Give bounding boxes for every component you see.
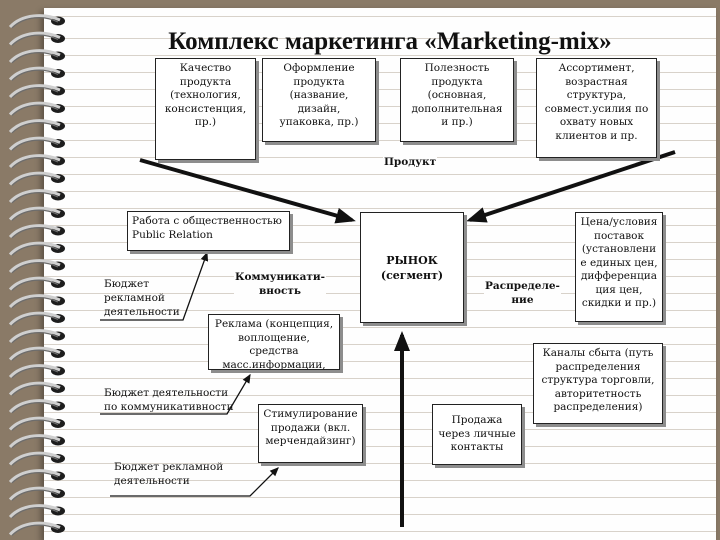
product-quality-box: Качество продукта (технология, консистен… — [155, 58, 256, 160]
budget-label-advertising: Бюджет рекламной деятельности — [104, 278, 180, 318]
sales-promotion-box: Стимулирование продажи (вкл. мерчендайзи… — [258, 404, 363, 463]
budget-label-communication: Бюджет деятельности по коммуникативности — [104, 387, 234, 413]
sales-channels-box: Каналы сбыта (путь распределения структу… — [533, 343, 663, 424]
budget-label-advertising-2: Бюджет рекламной деятельности — [114, 461, 224, 487]
group-label-communication: Коммуникати- вность — [234, 270, 327, 298]
public-relations-box: Работа с общественностью Public Relation — [127, 211, 290, 251]
product-assortment-box: Ассортимент, возрастная структура, совме… — [536, 58, 657, 158]
advertising-box: Реклама (концепция, воплощение, средства… — [208, 314, 340, 370]
product-design-box: Оформление продукта (название, дизайн, у… — [262, 58, 376, 142]
group-label-distribution: Распределе- ние — [484, 279, 561, 307]
product-usefulness-box: Полезность продукта (основная, дополните… — [400, 58, 514, 142]
group-label-product: Продукт — [383, 155, 438, 169]
page-title: Комплекс маркетинга «Marketing-mix» — [168, 28, 612, 55]
market-box: РЫНОК (сегмент) — [360, 212, 464, 323]
price-conditions-box: Цена/условия поставок (установлени е еди… — [575, 212, 663, 322]
personal-sales-box: Продажа через личные контакты — [432, 404, 522, 465]
